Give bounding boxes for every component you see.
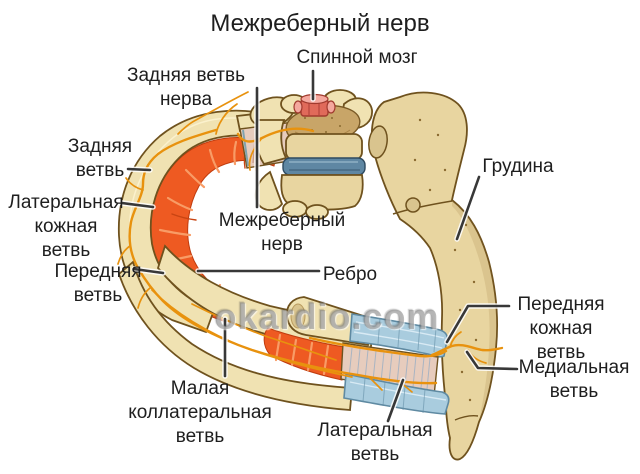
intervertebral-disc bbox=[282, 157, 366, 176]
label-lateral-cutaneous-branch: Латеральная кожная ветвь bbox=[8, 192, 124, 261]
label-anterior-cutaneous-branch: Передняя кожная ветвь bbox=[517, 294, 605, 363]
bone-speckles bbox=[413, 118, 478, 402]
label-intercostal-nerve: Межреберный нерв bbox=[218, 210, 346, 255]
label-anterior-branch: Передняя ветвь bbox=[54, 261, 142, 306]
label-posterior-nerve-branch: Задняя ветвь нерва bbox=[127, 65, 245, 110]
label-small-collateral-branch: Малая коллатеральная ветвь bbox=[128, 378, 272, 447]
watermark: okardio.com bbox=[214, 296, 440, 337]
label-medial-branch: Медиальная ветвь bbox=[518, 357, 630, 402]
rib-shaft-lower bbox=[117, 260, 353, 411]
label-lateral-branch: Латеральная ветвь bbox=[317, 420, 433, 465]
page-title: Межреберный нерв bbox=[210, 10, 430, 37]
costal-cartilage-upper bbox=[349, 313, 449, 358]
label-posterior-branch: Задняя ветвь bbox=[67, 136, 133, 181]
spinal-cord-stub bbox=[293, 93, 336, 117]
label-sternum: Грудина bbox=[482, 156, 554, 177]
sternum-bone bbox=[368, 91, 499, 461]
label-spinal-cord: Спинной мозг bbox=[296, 47, 418, 68]
label-rib: Ребро bbox=[322, 264, 378, 285]
vertebra bbox=[249, 89, 373, 220]
